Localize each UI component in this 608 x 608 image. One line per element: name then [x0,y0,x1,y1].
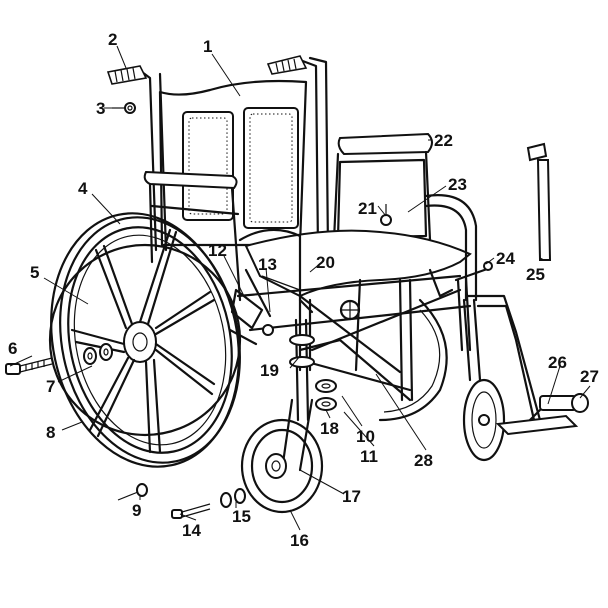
callout-23: 23 [448,175,467,194]
callout-7: 7 [46,377,55,396]
callout-2: 2 [108,30,117,49]
callout-28: 28 [414,451,433,470]
callout-21: 21 [358,199,377,218]
side-guard [424,194,478,302]
left-armrest [143,170,242,302]
footrest [466,294,589,436]
rear-wheel [48,212,242,468]
callout-5: 5 [30,263,39,282]
caster-nuts [220,488,246,508]
callout-15: 15 [232,507,251,526]
callout-4: 4 [78,179,88,198]
callout-numbers: 1 2 3 4 5 6 7 8 9 10 11 12 13 14 15 16 1… [8,30,599,550]
leader-lines [9,45,591,531]
crossbrace [298,278,462,374]
callout-9: 9 [132,501,141,520]
callout-20: 20 [316,253,335,272]
callout-13: 13 [258,255,277,274]
wheel-lock [228,268,274,346]
callout-22: 22 [434,131,453,150]
right-caster [462,298,506,462]
callout-3: 3 [96,99,105,118]
callout-25: 25 [526,265,545,284]
hand-grips [106,55,308,85]
callout-27: 27 [580,367,599,386]
side-panel [336,158,428,240]
callout-11: 11 [360,447,378,466]
callout-6: 6 [8,339,17,358]
callout-12: 12 [208,241,227,260]
front-caster [240,318,324,514]
callout-26: 26 [548,353,567,372]
callout-8: 8 [46,423,55,442]
armrest-tube [526,142,552,261]
callout-16: 16 [290,531,309,550]
callout-14: 14 [182,521,201,540]
callout-1: 1 [203,37,212,56]
callout-24: 24 [496,249,515,268]
backrest-upholstery [158,79,308,247]
callout-17: 17 [342,487,361,506]
screw-9 [117,483,148,501]
caster-bearings [315,379,337,411]
axle-bolt [5,357,53,375]
callout-18: 18 [320,419,339,438]
caster-axle-bolt [171,503,211,519]
callout-19: 19 [260,361,279,380]
axle-washers [83,343,113,365]
callout-10: 10 [356,427,375,446]
screw-3 [112,102,136,114]
